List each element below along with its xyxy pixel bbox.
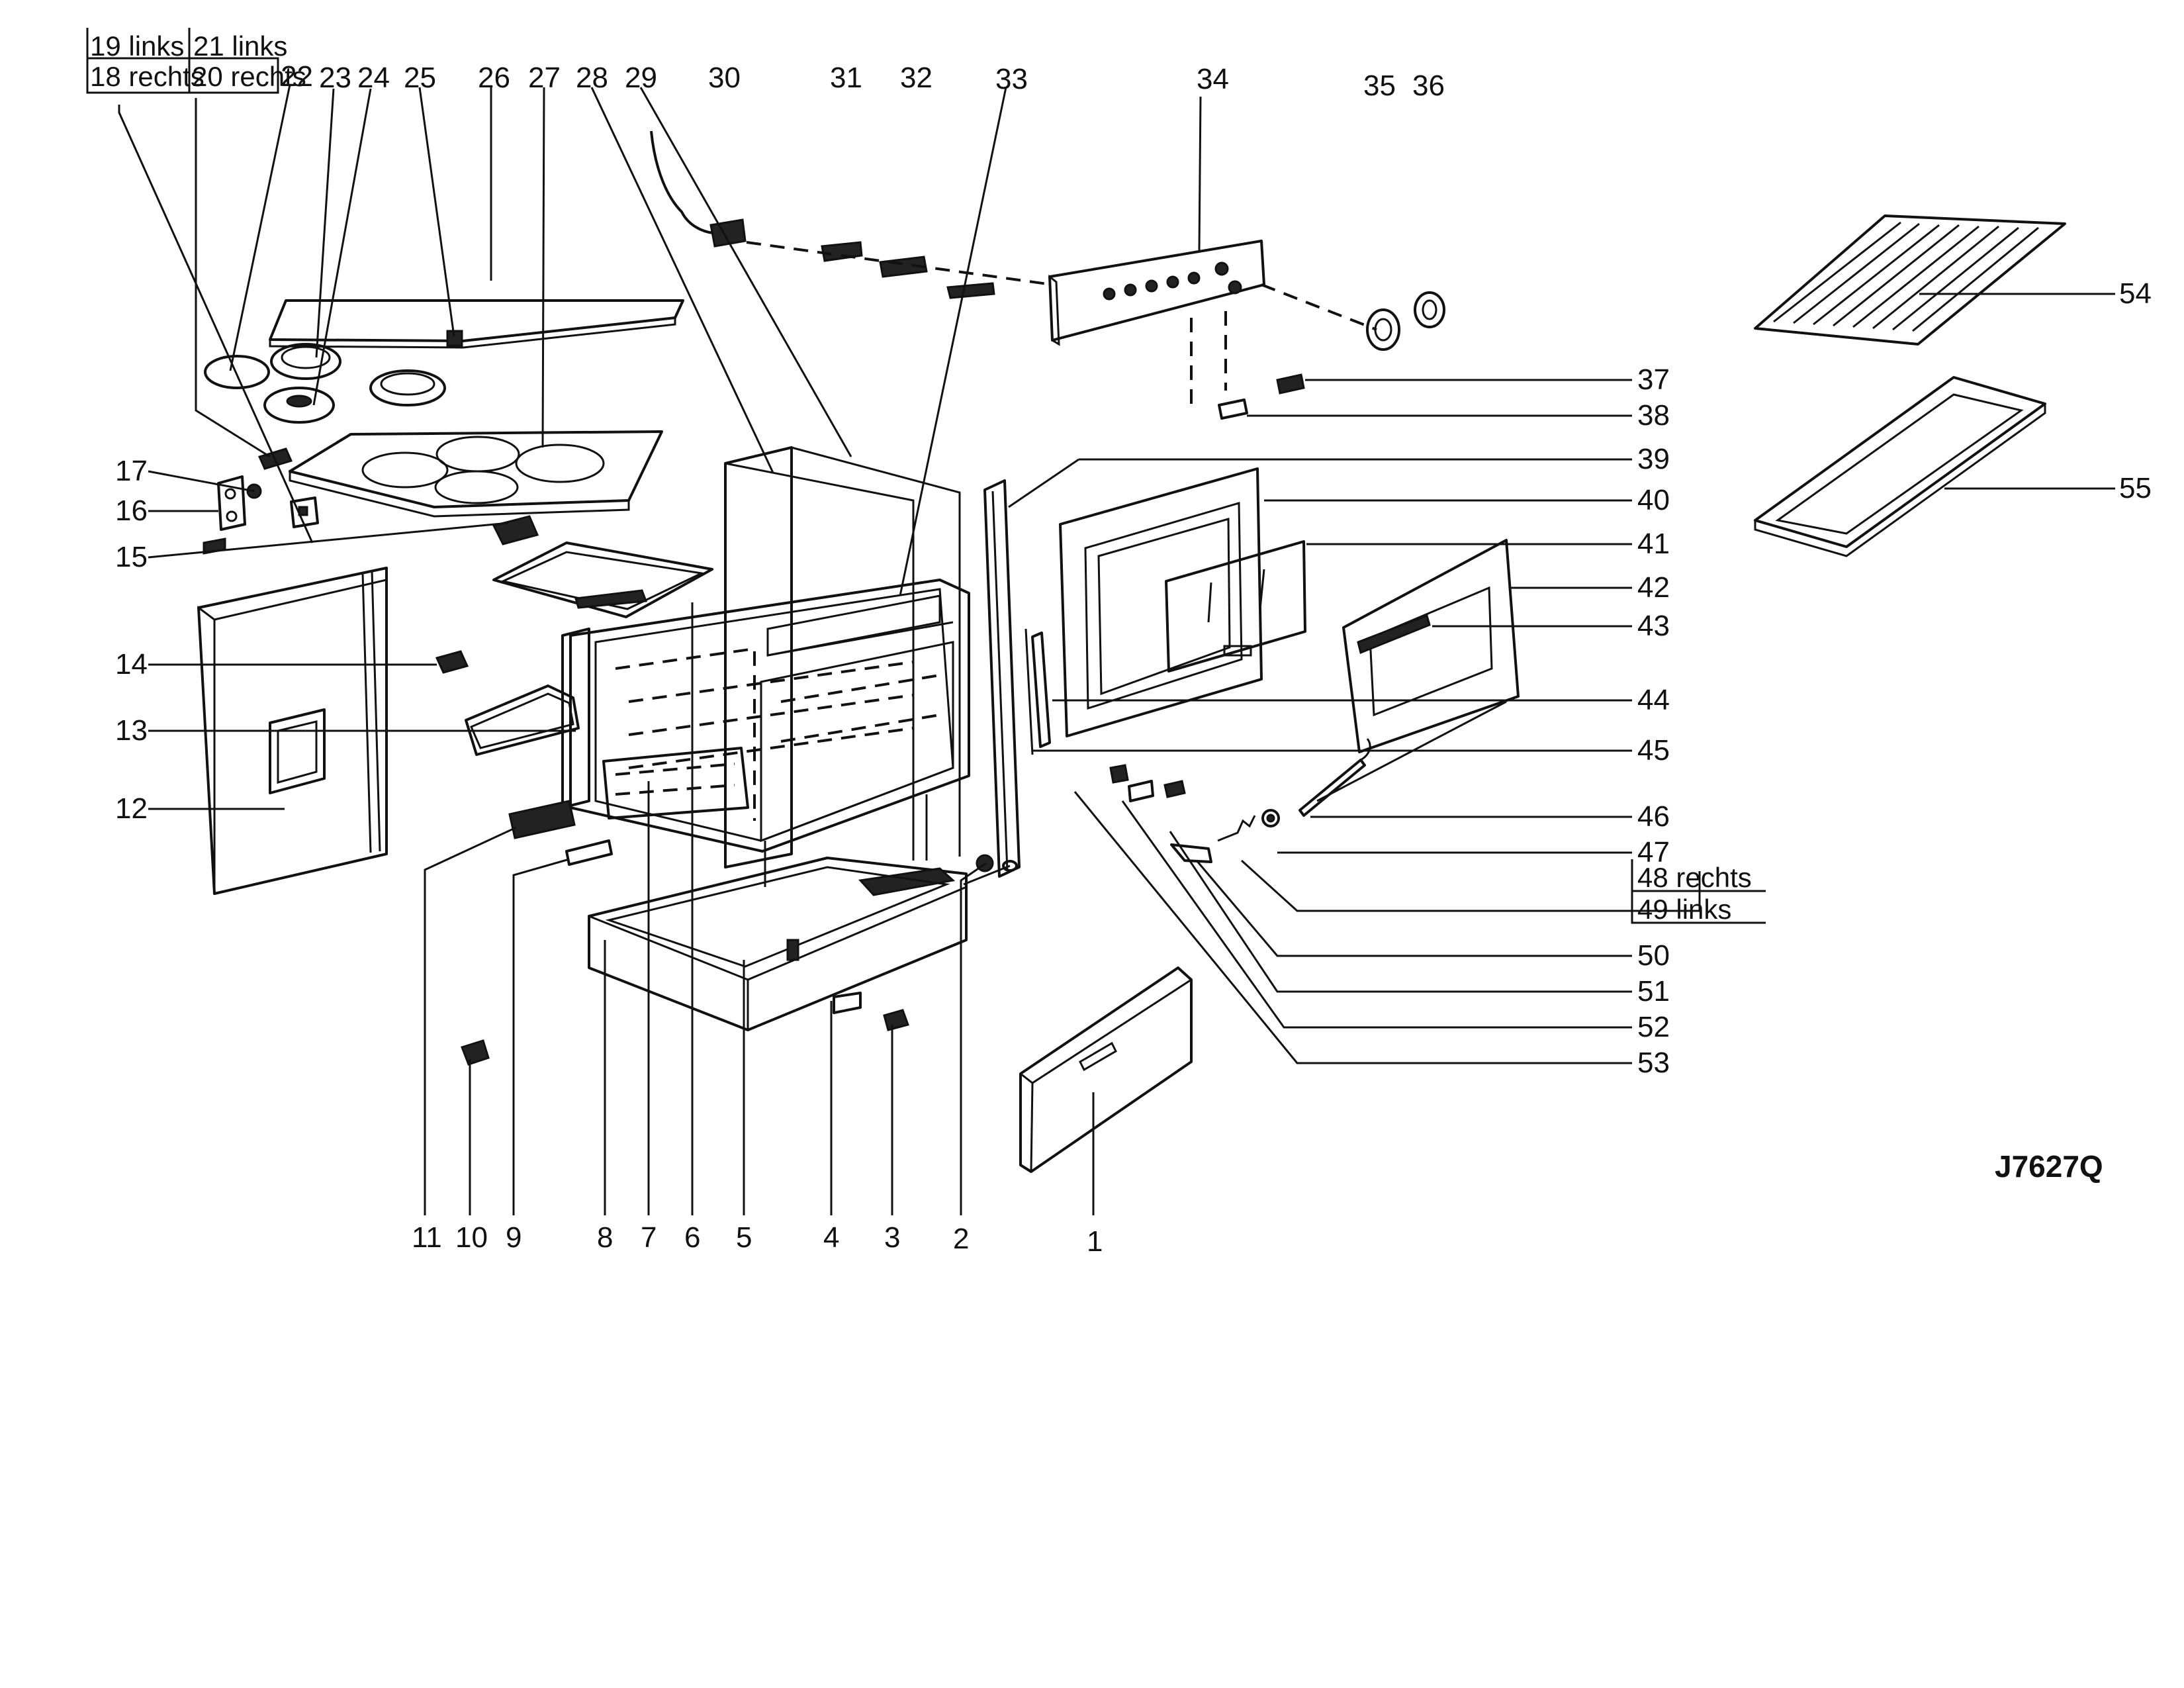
label-31: 31 (830, 62, 862, 94)
label-53: 53 (1637, 1047, 1670, 1079)
hot-plates (204, 343, 446, 424)
label-30: 30 (708, 62, 741, 94)
label-25: 25 (404, 62, 436, 94)
label-1: 1 (1087, 1225, 1103, 1258)
leader-lines (86, 28, 2115, 1215)
inner-door-panel (1316, 539, 1520, 802)
label-33: 33 (995, 63, 1028, 95)
label-7: 7 (641, 1221, 657, 1254)
label-13: 13 (115, 714, 148, 747)
label-32: 32 (900, 62, 933, 94)
label-47: 47 (1637, 836, 1670, 868)
label-48-rechts: 48 rechts (1637, 862, 1752, 893)
label-37: 37 (1637, 363, 1670, 396)
oven-cavity (561, 446, 970, 887)
drawer-front (1019, 966, 1193, 1173)
drawing-code: J7627Q (1995, 1149, 2103, 1184)
hob-frame (289, 430, 663, 518)
label-29: 29 (625, 62, 657, 94)
label-39: 39 (1637, 443, 1670, 475)
label-20-rechts: 20 rechts (192, 61, 306, 92)
label-44: 44 (1637, 684, 1670, 716)
label-40: 40 (1637, 484, 1670, 516)
label-38: 38 (1637, 399, 1670, 432)
door-seals (1024, 628, 1051, 755)
label-18-rechts: 18 rechts (90, 61, 205, 92)
oven-door-outer (1059, 467, 1263, 737)
label-36: 36 (1412, 70, 1445, 102)
label-27: 27 (528, 62, 561, 94)
label-12: 12 (115, 792, 148, 825)
label-24: 24 (357, 62, 390, 94)
label-52: 52 (1637, 1011, 1670, 1043)
label-2: 2 (953, 1223, 969, 1255)
label-8: 8 (597, 1221, 613, 1254)
label-46: 46 (1637, 800, 1670, 833)
label-42: 42 (1637, 571, 1670, 604)
label-17: 17 (115, 455, 148, 487)
base-plinth (588, 857, 968, 1031)
label-14: 14 (115, 648, 148, 680)
grouped-labels: 19 links 18 rechts 21 links 20 rechts 48… (90, 30, 1752, 925)
top-heating-element (492, 541, 713, 618)
label-15: 15 (115, 541, 148, 573)
part-number-labels: 22 23 24 25 26 27 28 29 30 31 32 33 34 3… (115, 60, 2152, 1258)
label-26: 26 (478, 62, 510, 94)
hinge-assembly (1109, 738, 1371, 863)
front-frame-strip (983, 479, 1021, 878)
cooktop-cover-lid (269, 299, 684, 349)
label-6: 6 (684, 1221, 700, 1254)
grill-heating-element (435, 650, 580, 756)
label-51: 51 (1637, 975, 1670, 1008)
label-5: 5 (736, 1221, 752, 1254)
label-43: 43 (1637, 610, 1670, 642)
control-panel (1048, 240, 1265, 346)
oven-rack (1754, 214, 2066, 346)
label-3: 3 (884, 1221, 900, 1254)
label-11: 11 (412, 1221, 442, 1254)
label-10: 10 (455, 1221, 488, 1254)
label-49-links: 49 links (1637, 894, 1731, 925)
label-22: 22 (281, 60, 313, 93)
label-50: 50 (1637, 939, 1670, 972)
label-4: 4 (823, 1221, 839, 1254)
label-9: 9 (506, 1221, 522, 1254)
label-28: 28 (576, 62, 608, 94)
baking-tray (1754, 376, 2046, 557)
label-41: 41 (1637, 528, 1670, 560)
door-glass (1165, 540, 1306, 673)
small-parts-bottom (461, 800, 1018, 1066)
label-35: 35 (1363, 70, 1396, 102)
label-55: 55 (2119, 472, 2152, 504)
label-45: 45 (1637, 734, 1670, 767)
label-54: 54 (2119, 277, 2152, 310)
label-19-links: 19 links (90, 30, 184, 62)
knobs-and-pins (1190, 283, 1445, 420)
label-21-links: 21 links (193, 30, 287, 62)
label-16: 16 (115, 494, 148, 527)
label-23: 23 (319, 62, 351, 94)
label-34: 34 (1197, 63, 1229, 95)
